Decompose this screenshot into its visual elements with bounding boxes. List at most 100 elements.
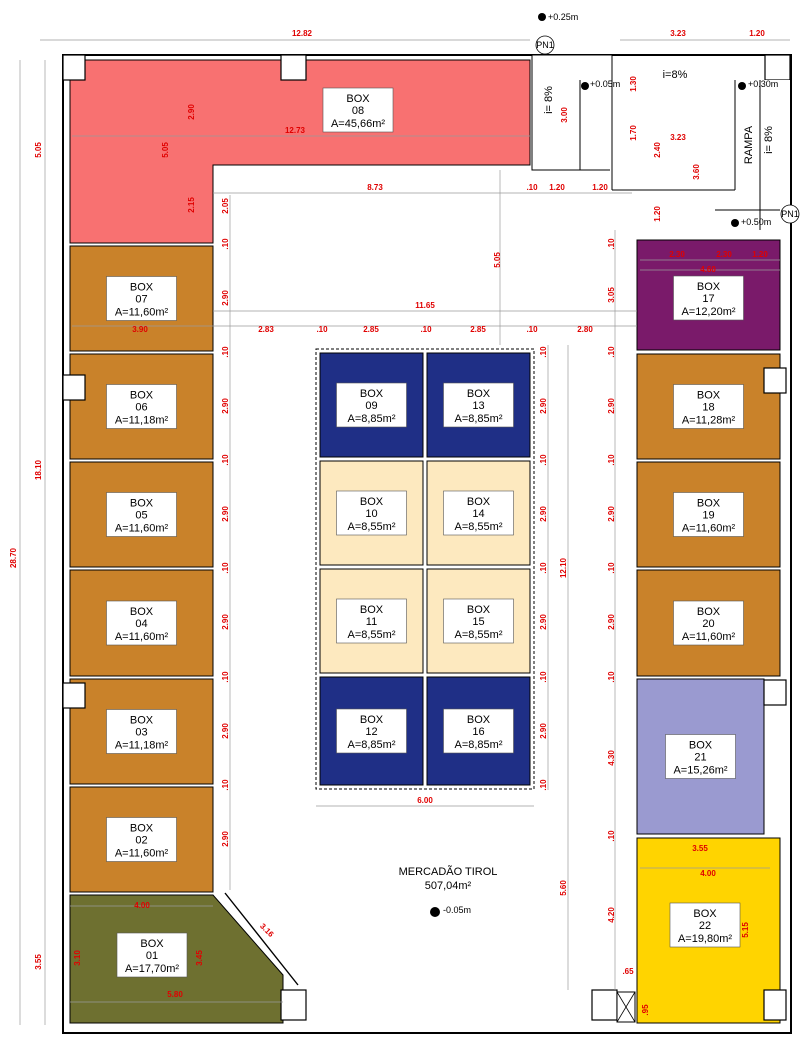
- box-label-l1: BOX: [697, 606, 721, 618]
- box-label-l2: 08: [352, 105, 364, 117]
- level-mid: +0.05m: [590, 79, 620, 89]
- pillar: [62, 374, 86, 401]
- box-label-l2: 22: [699, 920, 711, 932]
- dim-text: 2.90: [607, 614, 616, 630]
- box-label-l2: 12: [365, 726, 377, 738]
- island-outline: [315, 348, 535, 790]
- box-label-background: [673, 275, 744, 321]
- slope-label-horizontal: i=8%: [663, 69, 688, 81]
- box-label-area: A=11,60m²: [115, 523, 169, 535]
- box-label-l2: 19: [702, 510, 714, 522]
- box-label-l2: 15: [472, 616, 484, 628]
- box-label-area: A=8,55m²: [455, 521, 503, 533]
- box-label-l1: BOX: [689, 740, 713, 752]
- box-label-background: [665, 734, 736, 779]
- dim-text: .10: [539, 346, 548, 358]
- box-label-l2: 13: [472, 400, 484, 412]
- box-label-background: [336, 598, 407, 644]
- dim-text: 2.90: [221, 398, 230, 414]
- dim-text: 2.90: [221, 506, 230, 522]
- dim-text: .10: [221, 238, 230, 250]
- dim-text: 1.30: [629, 76, 638, 92]
- dim-text: 11.65: [415, 301, 435, 310]
- pillar: [764, 54, 791, 81]
- dim-text: 4.00: [134, 901, 150, 910]
- dim-text: .10: [420, 325, 432, 334]
- dim-text: .10: [526, 183, 538, 192]
- dim-text: 2.85: [363, 325, 379, 334]
- box-label-l1: BOX: [360, 388, 384, 400]
- dim-text: 2.83: [258, 325, 274, 334]
- dim-text: 12.82: [292, 29, 313, 38]
- dim-text: .10: [539, 454, 548, 466]
- diagonal-wall: [224, 892, 299, 986]
- market-area: 507,04m²: [425, 880, 472, 892]
- dim-text: 1.70: [629, 125, 638, 141]
- dim-text: 3.90: [132, 325, 148, 334]
- dim-text: 1.20: [653, 206, 662, 222]
- pillar: [763, 989, 787, 1021]
- dim-text: 6.00: [417, 796, 433, 805]
- dim-text: 2.90: [221, 290, 230, 306]
- pn1-marker: [535, 35, 555, 55]
- slope-label: i= 8%: [763, 126, 775, 154]
- dim-text: 3.55: [692, 844, 708, 853]
- dim-text: 5.05: [161, 142, 170, 158]
- dim-text: 5.80: [167, 990, 183, 999]
- box-label-background: [443, 598, 514, 644]
- box-label-l1: BOX: [130, 282, 154, 294]
- dim-text: .10: [607, 830, 616, 842]
- dim-text: .10: [539, 562, 548, 574]
- dim-text: 3.45: [195, 950, 204, 966]
- box-label-l1: BOX: [693, 908, 717, 920]
- dim-text: 3.60: [692, 164, 701, 180]
- dim-text: 2.80: [577, 325, 593, 334]
- box-label-area: A=11,60m²: [682, 631, 736, 643]
- box-label-background: [106, 492, 177, 537]
- box-label-l1: BOX: [467, 714, 491, 726]
- pn1-label: PN1: [536, 40, 554, 50]
- box-label-area: A=11,60m²: [115, 631, 169, 643]
- box-label-l2: 05: [135, 510, 147, 522]
- box-label-l1: BOX: [697, 281, 721, 293]
- dim-text: 2.85: [470, 325, 486, 334]
- dim-text: 8.73: [367, 183, 383, 192]
- level-market: -0.05m: [443, 905, 471, 915]
- box-label-l1: BOX: [140, 938, 164, 950]
- box-label-area: A=8,85m²: [348, 739, 396, 751]
- dim-text: 5.05: [34, 142, 43, 158]
- box-label-l2: 11: [366, 616, 377, 628]
- dim-text: 2.90: [539, 506, 548, 522]
- box-label-background: [106, 817, 177, 862]
- dim-text: 2.05: [221, 198, 230, 214]
- dim-text: 2.90: [187, 104, 196, 120]
- box-label-background: [322, 87, 394, 133]
- box-label-l2: 07: [135, 294, 147, 306]
- level-ramp-bottom: +0.50m: [741, 217, 771, 227]
- dim-text: 2.90: [539, 723, 548, 739]
- box-08-area[interactable]: [69, 59, 531, 244]
- box-label-l2: 02: [135, 835, 147, 847]
- box-label-l1: BOX: [697, 390, 721, 402]
- dim-text: 2.90: [607, 398, 616, 414]
- box-label-background: [336, 382, 407, 428]
- pillar: [591, 989, 618, 1021]
- dim-text: .10: [221, 346, 230, 358]
- dim-text: 2.90: [539, 614, 548, 630]
- box-label-background: [443, 708, 514, 754]
- dim-text: 12.73: [285, 126, 306, 135]
- dim-text: 1.20: [749, 29, 765, 38]
- dim-text: .10: [221, 562, 230, 574]
